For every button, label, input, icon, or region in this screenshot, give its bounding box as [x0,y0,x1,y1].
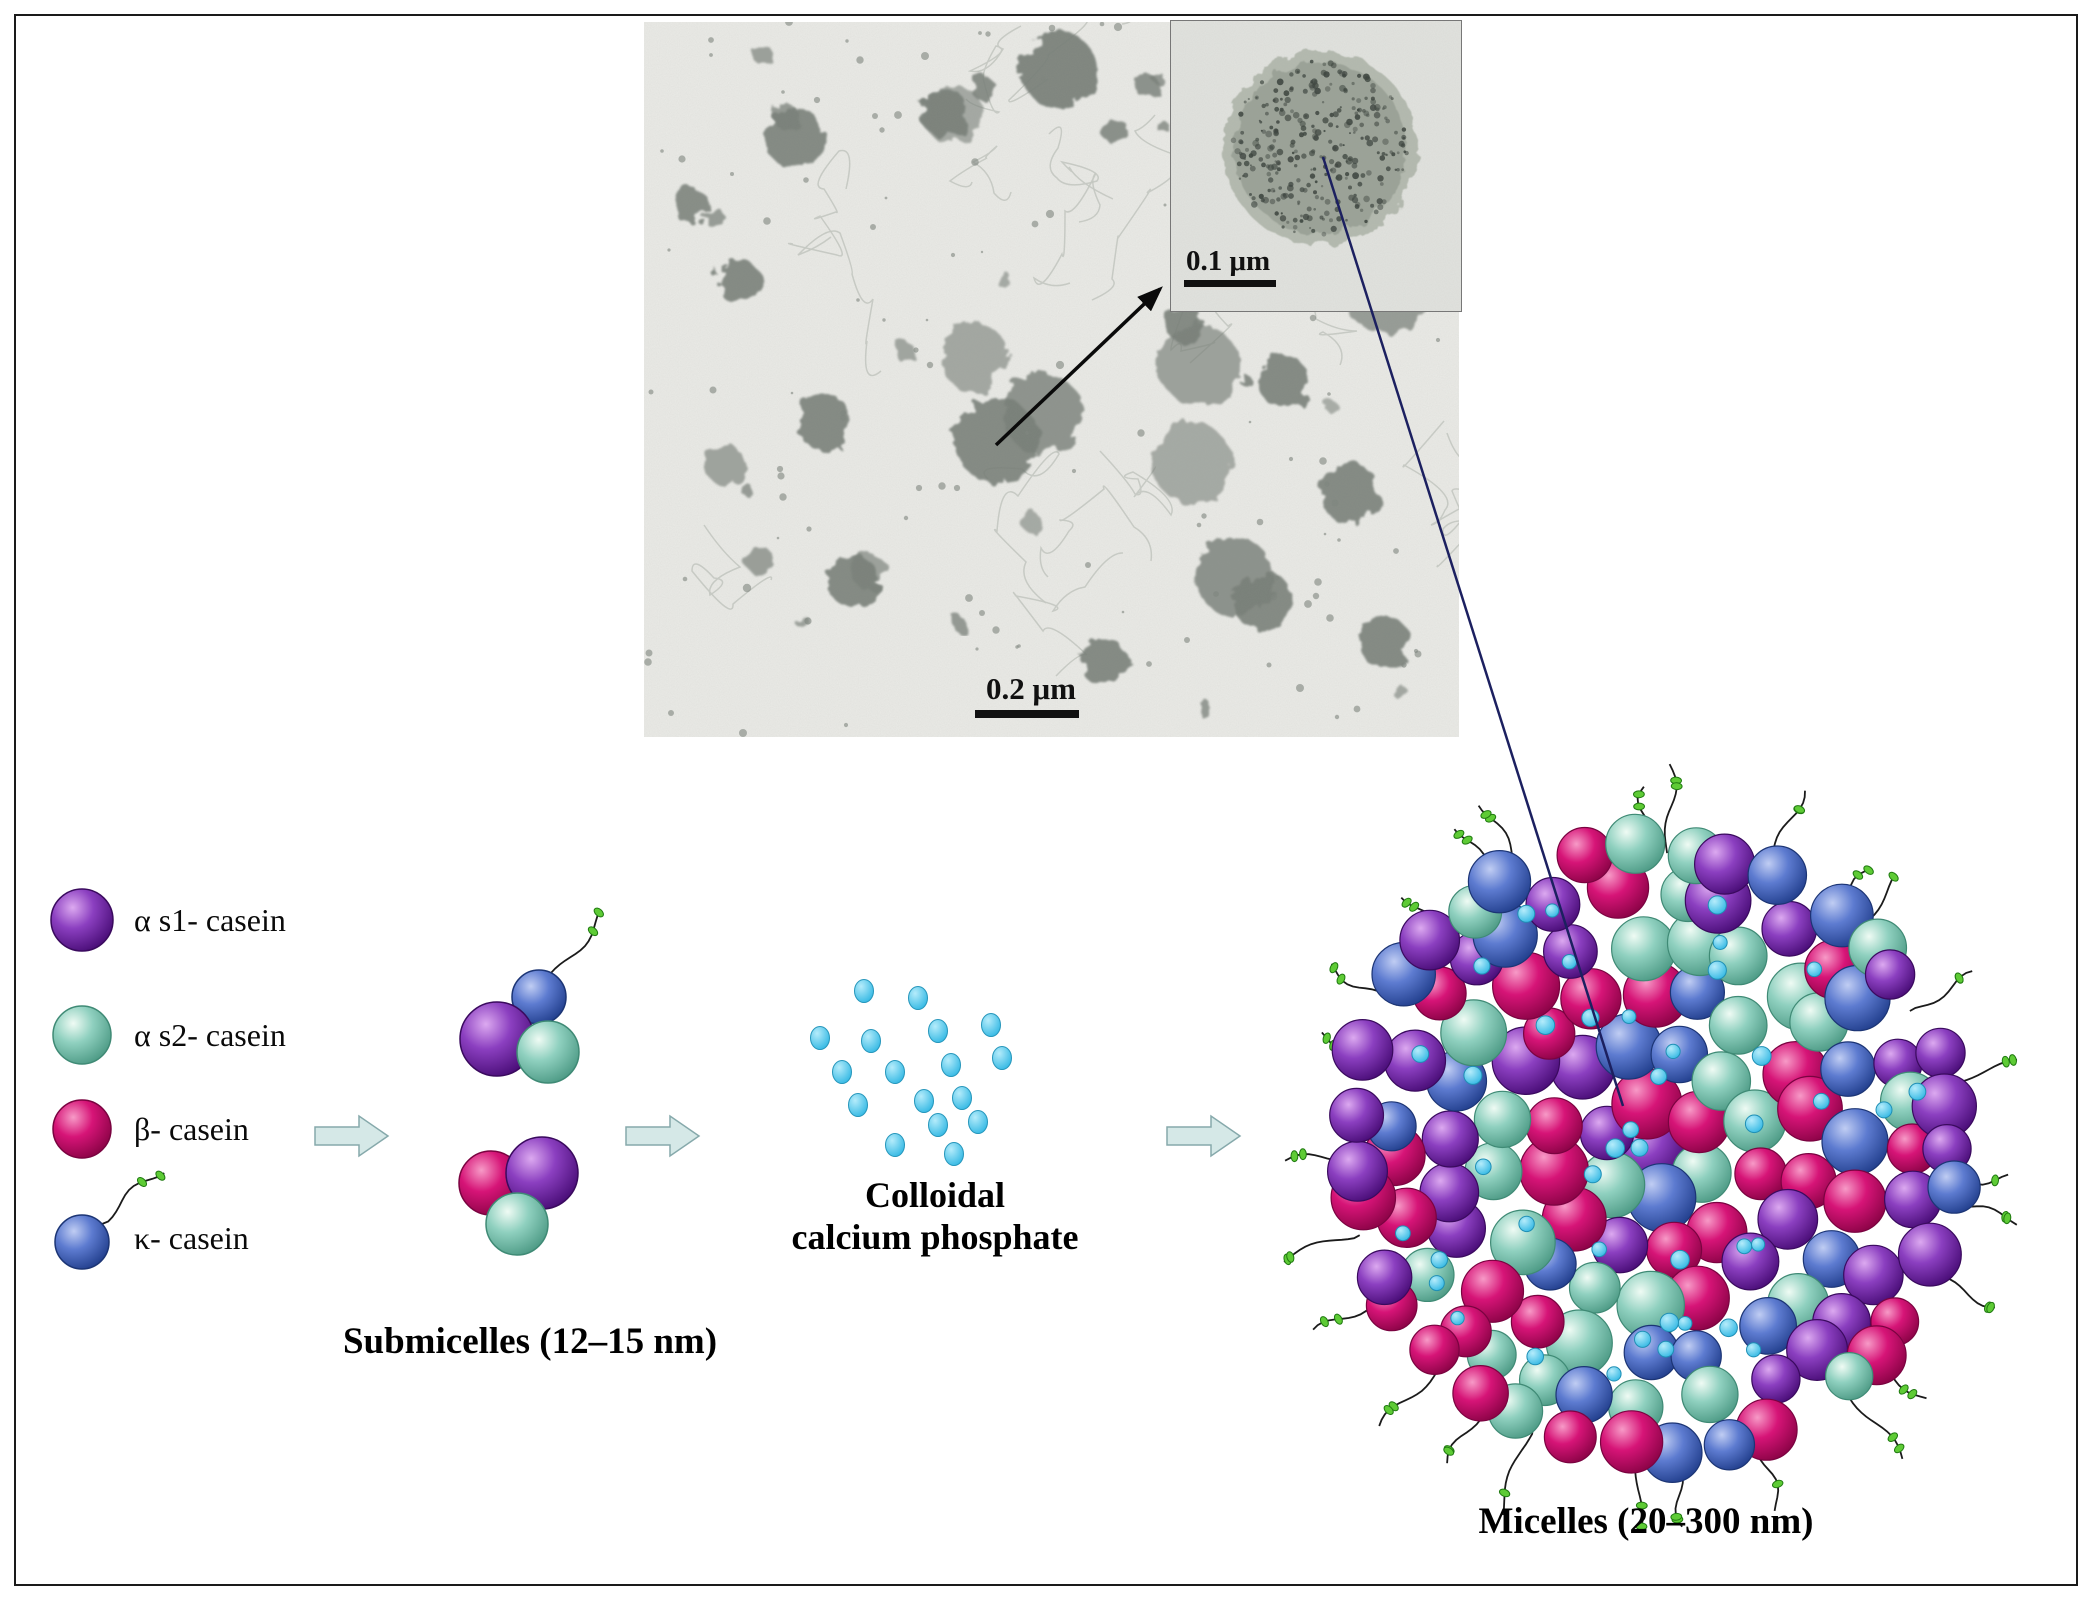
micelle-spheres [1326,813,1981,1484]
legend-item-alpha-s1: α s1- casein [46,884,286,956]
tem-scale-bar: 0.2 μm [975,671,1079,718]
beta-casein-icon [52,1099,112,1159]
kappa-casein-icon [54,1170,166,1270]
ccp-caption: Colloidal calcium phosphate [755,1174,1115,1259]
tem-scale-label: 0.2 μm [986,671,1076,706]
submicelles-caption: Submicelles (12–15 nm) [342,1321,718,1362]
micelle-illustration [1283,763,2018,1533]
legend-label-alpha-s2: α s2- casein [134,1016,286,1053]
legend-item-kappa: κ- casein [46,1170,249,1274]
tem-scale-rule [975,710,1079,718]
legend-label-alpha-s1: α s1- casein [134,901,286,938]
ccp-caption-line1: Colloidal [864,1175,1006,1215]
legend-label-beta: β- casein [134,1110,249,1147]
submicelles-illustration [458,907,604,1256]
inset-scale-label: 0.1 μm [1186,245,1270,277]
micelles-caption: Micelles (20–300 nm) [1478,1501,1814,1542]
inset-scale-rule [1184,280,1276,287]
legend-item-beta: β- casein [46,1093,249,1165]
alpha-s1-casein-icon [50,888,114,952]
legend-item-alpha-s2: α s2- casein [46,999,286,1071]
ccp-caption-line2: calcium phosphate [791,1217,1079,1258]
legend-label-kappa: κ- casein [134,1219,249,1256]
process-arrow-3-icon [1166,1114,1242,1158]
ccp-dots [810,979,1012,1166]
process-arrow-2-icon [625,1114,701,1158]
submicelle-hair-squiggle [548,907,604,980]
kappa-hair-squiggle [101,1170,166,1225]
alpha-s2-casein-icon [52,1005,112,1065]
tem-inset-micrograph: 0.1 μm [1170,20,1462,312]
process-arrow-1-icon [314,1114,390,1158]
ccp-dots-illustration [810,979,1012,1166]
figure-panel: 0.2 μm 0.1 μm α s1- casein α s2- casein … [14,14,2078,1586]
inset-scale-bar: 0.1 μm [1184,245,1276,287]
